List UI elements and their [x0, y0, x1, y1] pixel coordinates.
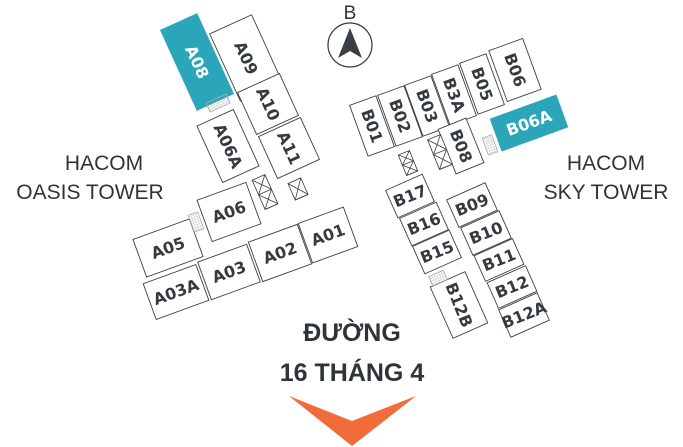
unit-b3a[interactable]: B3A	[431, 64, 477, 126]
unit-a05[interactable]: A05	[132, 218, 204, 278]
unit-b12b[interactable]: B12B	[429, 271, 489, 339]
unit-b02[interactable]: B02	[377, 85, 423, 147]
unit-a02[interactable]: A02	[247, 223, 313, 283]
unit-b16[interactable]: B16	[399, 201, 449, 247]
unit-outline	[412, 229, 462, 275]
stairs-icon	[205, 93, 231, 113]
unit-outline	[489, 94, 569, 152]
unit-outline	[488, 37, 542, 103]
unit-b12[interactable]: B12	[486, 265, 538, 309]
stairs-icon	[187, 211, 205, 233]
unit-a03a[interactable]: A03A	[142, 263, 210, 321]
unit-a10[interactable]: A10	[236, 72, 300, 136]
unit-outline	[349, 95, 395, 157]
unit-outline	[132, 218, 204, 278]
unit-a06a[interactable]: A06A	[196, 108, 260, 184]
elevator-core-icon	[287, 177, 309, 201]
unit-b17[interactable]: B17	[385, 173, 435, 219]
unit-a08[interactable]: A08	[159, 13, 235, 111]
unit-b05[interactable]: B05	[459, 53, 505, 115]
unit-outline	[236, 72, 300, 136]
stairs-icon	[428, 269, 448, 287]
entrance-arrow-icon	[289, 396, 416, 446]
unit-a11[interactable]: A11	[257, 116, 321, 180]
unit-a03[interactable]: A03	[197, 243, 261, 301]
unit-outline	[257, 116, 321, 180]
unit-outline	[377, 85, 423, 147]
unit-outline	[486, 265, 538, 309]
tower-b-subname: SKY TOWER	[544, 181, 669, 204]
unit-b03[interactable]: B03	[404, 75, 450, 137]
unit-b06a[interactable]: B06A	[489, 94, 569, 152]
unit-b01[interactable]: B01	[349, 95, 395, 157]
road-name: ĐƯỜNG	[303, 317, 401, 347]
unit-a09[interactable]: A09	[209, 14, 283, 102]
unit-a06[interactable]: A06	[196, 181, 262, 243]
unit-a01[interactable]: A01	[297, 206, 359, 264]
road-name-number: 16 THÁNG 4	[280, 358, 425, 387]
unit-outline	[196, 181, 262, 243]
tower-a-name: HACOM	[65, 152, 143, 175]
north-arrow-icon	[338, 28, 362, 58]
unit-b09[interactable]: B09	[446, 182, 498, 228]
tower-a-subname: OASIS TOWER	[16, 181, 163, 204]
unit-outline	[297, 206, 359, 264]
unit-outline	[247, 223, 313, 283]
unit-outline	[498, 292, 550, 338]
unit-b15[interactable]: B15	[412, 229, 462, 275]
unit-outline	[459, 53, 505, 115]
stairs-layer	[187, 93, 499, 287]
elevator-core-icon	[397, 150, 419, 176]
unit-outline	[473, 238, 525, 282]
unit-outline	[196, 108, 260, 184]
compass: B	[327, 3, 373, 68]
unit-outline	[399, 201, 449, 247]
elevator-core-icon	[426, 134, 454, 170]
unit-outline	[197, 243, 261, 301]
unit-outline	[404, 75, 450, 137]
unit-outline	[446, 182, 498, 228]
unit-outline	[385, 173, 435, 219]
unit-b06[interactable]: B06	[488, 37, 542, 103]
tower-b-name: HACOM	[567, 152, 645, 175]
unit-b10[interactable]: B10	[460, 210, 512, 256]
unit-outline	[142, 263, 210, 321]
stairs-icon	[481, 134, 499, 156]
unit-outline	[460, 210, 512, 256]
elevator-core-icon	[251, 174, 279, 210]
compass-label: B	[344, 3, 357, 24]
